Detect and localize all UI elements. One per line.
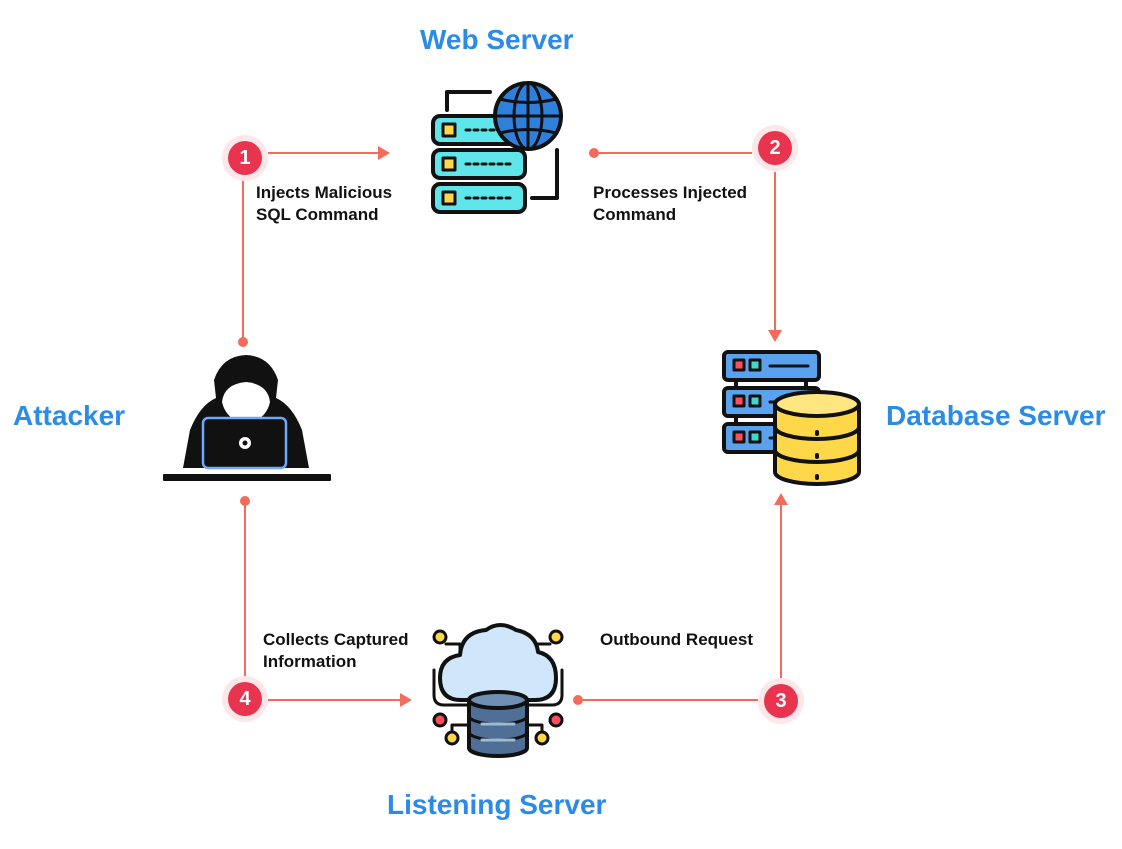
step-2-badge: 2 [758, 131, 792, 165]
web-server-title: Web Server [420, 24, 574, 55]
step-3-label-line-1: Outbound Request [600, 630, 753, 649]
step-2-label-line-2: Command [593, 205, 677, 224]
connectors [238, 146, 788, 707]
hooded-hacker-laptop-icon [163, 355, 331, 481]
connector-3-arrowhead [774, 493, 788, 505]
step-1-label-line-2: SQL Command [256, 205, 379, 224]
attacker-title: Attacker [13, 400, 126, 431]
step-1-label: Injects Malicious SQL Command [256, 182, 392, 226]
listening-server-title: Listening Server [387, 789, 607, 820]
connector-4-arrowhead [400, 693, 412, 707]
step-4-badge: 4 [228, 682, 262, 716]
step-4-label-line-2: Information [263, 652, 357, 671]
step-3-badge: 3 [764, 684, 798, 718]
database-server-title: Database Server [886, 400, 1106, 431]
step-1-badge: 1 [228, 141, 262, 175]
step-4-label: Collects Captured Information [263, 629, 408, 673]
connector-1-start-dot [238, 337, 248, 347]
connector-2-arrowhead [768, 330, 782, 342]
connector-3-end-dot [573, 695, 583, 705]
database-server-icon [722, 350, 861, 486]
step-3-label: Outbound Request [600, 629, 753, 651]
step-1-label-line-1: Injects Malicious [256, 183, 393, 202]
step-4-label-line-1: Collects Captured [263, 630, 409, 649]
web-server-globe-icon [431, 81, 563, 214]
step-2-label-line-1: Processes Injected [593, 183, 748, 202]
connector-1-arrowhead [378, 146, 390, 160]
cloud-database-icon [432, 623, 564, 758]
step-2-label: Processes Injected Command [593, 182, 747, 226]
